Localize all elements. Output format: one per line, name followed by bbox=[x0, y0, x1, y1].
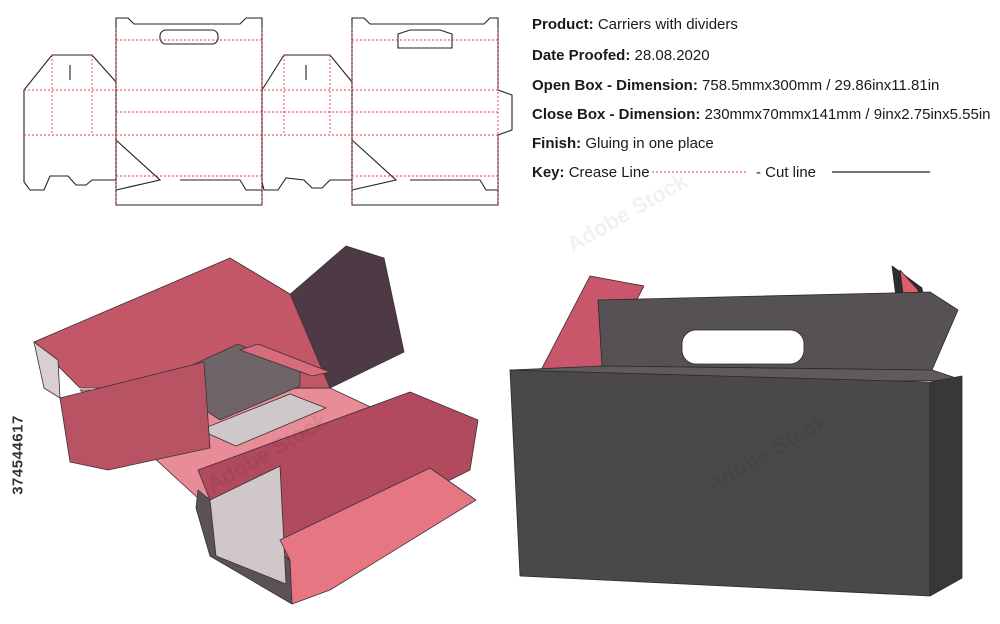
spec-key: Key: Crease Line bbox=[532, 164, 650, 182]
closed-box-front-face bbox=[509, 369, 931, 597]
divider-light bbox=[199, 393, 327, 447]
spec-date-value: 28.08.2020 bbox=[634, 47, 710, 64]
dieline-front-panel bbox=[115, 17, 263, 206]
dieline-side-panel-left bbox=[23, 54, 117, 191]
spec-close-label: Close Box - Dimension: bbox=[532, 106, 701, 123]
open-box-bottom-pink bbox=[279, 467, 477, 605]
spec-product: Product: Carriers with dividers bbox=[532, 16, 738, 34]
spec-key-cut-label: - Cut line bbox=[756, 164, 817, 181]
dieline-handle-hole-front bbox=[159, 29, 219, 45]
closed-box-end-face bbox=[929, 375, 963, 597]
spec-finish-label: Finish: bbox=[532, 135, 582, 152]
spec-open-label: Open Box - Dimension: bbox=[532, 77, 698, 94]
open-box-tab-left bbox=[33, 341, 61, 399]
dieline-bottom-flap-back bbox=[351, 139, 398, 191]
spec-finish-value: Gluing in one place bbox=[585, 135, 714, 152]
crease-lines bbox=[24, 28, 499, 205]
stock-id: 374544617 bbox=[8, 385, 28, 525]
dieline-bottom-flap-front bbox=[115, 139, 162, 191]
dieline-bottom-notch-front bbox=[180, 179, 262, 191]
spec-open-value: 758.5mmx300mm / 29.86inx11.81in bbox=[702, 77, 940, 94]
closed-box-handle-hole bbox=[681, 329, 805, 365]
open-box-wall-light bbox=[209, 465, 287, 585]
spec-key-label: Key: bbox=[532, 164, 565, 181]
divider-pink bbox=[239, 343, 331, 377]
open-box-left-flap bbox=[59, 361, 211, 471]
spec-close-value: 230mmx70mmx141mm / 9inx2.75inx5.55in bbox=[704, 106, 991, 123]
dieline-side-panel-mid bbox=[261, 54, 353, 191]
open-box-render bbox=[33, 245, 479, 605]
stock-id-text: 374544617 bbox=[9, 415, 27, 495]
closed-box-render bbox=[509, 265, 963, 597]
dieline-bottom-notch-back bbox=[410, 179, 498, 191]
spec-date-label: Date Proofed: bbox=[532, 47, 631, 64]
spec-open-dimension: Open Box - Dimension: 758.5mmx300mm / 29… bbox=[532, 77, 939, 95]
spec-product-label: Product: bbox=[532, 16, 594, 33]
spec-key-crease: Crease Line bbox=[568, 164, 650, 181]
spec-key-cut: - Cut line bbox=[756, 164, 816, 182]
dieline-handle-hole-back bbox=[397, 29, 453, 49]
spec-finish: Finish: Gluing in one place bbox=[532, 135, 714, 153]
spec-close-dimension: Close Box - Dimension: 230mmx70mmx141mm … bbox=[532, 106, 991, 124]
spec-date: Date Proofed: 28.08.2020 bbox=[532, 47, 710, 65]
spec-product-value: Carriers with dividers bbox=[597, 16, 738, 33]
dieline-back-panel bbox=[351, 17, 513, 206]
flat-dieline bbox=[23, 17, 513, 206]
